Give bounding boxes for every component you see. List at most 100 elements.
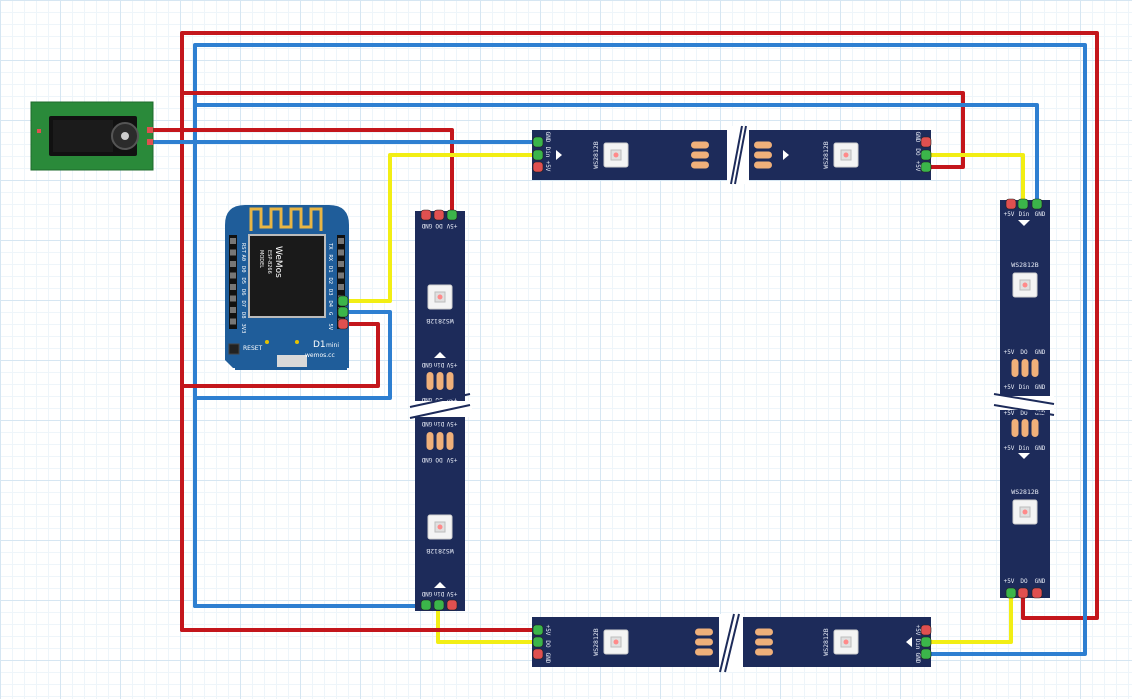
red-wire-d1-5v[interactable]: [180, 322, 380, 388]
pin-din[interactable]: [532, 149, 544, 161]
blue-wire-top-run[interactable]: [193, 103, 1039, 204]
d1-model-label: MODEL: [258, 250, 264, 268]
d1-pin-d0[interactable]: [230, 261, 236, 267]
solder-pad[interactable]: [1031, 359, 1039, 377]
red-wire-jack-to-strip[interactable]: [148, 128, 454, 216]
pin-do[interactable]: [1017, 587, 1029, 599]
solder-pad[interactable]: [755, 638, 773, 646]
solder-pad[interactable]: [754, 141, 772, 149]
blue-wire-d1-gnd[interactable]: [193, 310, 392, 400]
d1-pin-3v3[interactable]: [230, 318, 236, 325]
pin-5v[interactable]: [920, 624, 932, 636]
solder-pad[interactable]: [446, 372, 454, 390]
pin-gnd[interactable]: [532, 648, 544, 660]
pin-do[interactable]: [433, 209, 445, 221]
pin-gnd[interactable]: [920, 648, 932, 660]
strip-pin-label: +5V: [446, 222, 457, 229]
led-strip-left-lower[interactable]: WS2812B: [415, 417, 465, 611]
solder-pad[interactable]: [691, 161, 709, 169]
solder-pad[interactable]: [426, 432, 434, 450]
led-dot-icon: [437, 524, 443, 530]
led-strip-bottom-left[interactable]: WS2812B: [532, 617, 719, 667]
d1-pin-label: D1: [327, 266, 333, 273]
break-mark-bottom: [719, 613, 743, 673]
led-strip-top-right[interactable]: WS2812B: [749, 130, 931, 180]
pin-5v[interactable]: [532, 624, 544, 636]
pin-gnd[interactable]: [1031, 587, 1043, 599]
solder-pad[interactable]: [1021, 419, 1029, 437]
led-strip-left-upper[interactable]: WS2812B: [415, 211, 465, 401]
d1-pin-tx[interactable]: [338, 238, 344, 244]
solder-pad[interactable]: [695, 628, 713, 636]
blue-wire-outer-loop[interactable]: [193, 43, 1087, 656]
pin-5v[interactable]: [446, 599, 458, 611]
d1-pin-a0[interactable]: [230, 249, 236, 256]
strip-connectors: [337, 136, 1043, 660]
d1-pin-d2[interactable]: [338, 272, 344, 279]
solder-pad[interactable]: [446, 432, 454, 450]
d1-wire-end-5v[interactable]: [337, 318, 349, 330]
jack-pin-positive[interactable]: [147, 127, 153, 133]
pin-5v[interactable]: [920, 161, 932, 173]
direction-arrow-icon: [434, 352, 446, 358]
left-header: [229, 235, 237, 329]
reset-button[interactable]: [228, 343, 240, 355]
solder-pad[interactable]: [695, 648, 713, 656]
d1-pin-rx[interactable]: [338, 249, 344, 256]
d1-wire-end-g[interactable]: [337, 306, 349, 318]
solder-pad[interactable]: [755, 628, 773, 636]
led-strip-top-left[interactable]: WS2812B: [532, 130, 747, 180]
pin-din[interactable]: [1017, 198, 1029, 210]
solder-pad[interactable]: [436, 432, 444, 450]
solder-pad[interactable]: [426, 372, 434, 390]
yellow-wire-d4-data[interactable]: [341, 153, 540, 303]
led-strip-right-upper[interactable]: WS2812B: [1000, 200, 1050, 396]
pin-gnd[interactable]: [1031, 198, 1043, 210]
yellow-wire-bottom-to-left[interactable]: [436, 604, 540, 644]
d1-pin-d7[interactable]: [230, 295, 236, 302]
solder-pad[interactable]: [695, 638, 713, 646]
pin-do[interactable]: [920, 149, 932, 161]
pin-do[interactable]: [532, 636, 544, 648]
d1-pin-rst[interactable]: [230, 238, 236, 244]
solder-pad[interactable]: [691, 141, 709, 149]
yellow-wire-right-to-bottom[interactable]: [926, 594, 1013, 644]
pin-din[interactable]: [920, 636, 932, 648]
d1-pin-d6[interactable]: [230, 284, 236, 290]
pin-gnd[interactable]: [920, 136, 932, 148]
power-jack[interactable]: [30, 101, 154, 171]
solder-pad[interactable]: [1031, 419, 1039, 437]
pin-gnd[interactable]: [420, 599, 432, 611]
d1-pin-d1[interactable]: [338, 261, 344, 267]
solder-pad[interactable]: [1011, 419, 1019, 437]
pin-5v[interactable]: [1005, 198, 1017, 210]
pin-gnd[interactable]: [420, 209, 432, 221]
pin-gnd[interactable]: [532, 136, 544, 148]
d1-pin-d8[interactable]: [230, 307, 236, 313]
pin-5v[interactable]: [1005, 587, 1017, 599]
led-strip-bottom-right[interactable]: WS2812B: [743, 617, 931, 667]
led-strip-right-lower[interactable]: WS2812B: [1000, 410, 1050, 598]
strip-pin-label: +5V: [1004, 445, 1015, 452]
jack-pin-negative[interactable]: [147, 139, 153, 145]
red-wire-outer-loop[interactable]: [180, 31, 1099, 632]
red-wire-top-run[interactable]: [180, 91, 965, 169]
direction-arrow-icon: [906, 637, 912, 647]
strip-pin-label: Din: [433, 590, 444, 597]
pin-5v[interactable]: [532, 161, 544, 173]
strip-pin-label: DO: [1020, 349, 1028, 356]
solder-pad[interactable]: [1011, 359, 1019, 377]
d1-pin-d5[interactable]: [230, 272, 236, 279]
pin-din[interactable]: [433, 599, 445, 611]
d1-wire-end-d4[interactable]: [337, 295, 349, 307]
solder-pad[interactable]: [754, 151, 772, 159]
solder-pad[interactable]: [691, 151, 709, 159]
d1-pin-d3[interactable]: [338, 284, 344, 290]
solder-pad[interactable]: [754, 161, 772, 169]
solder-pad[interactable]: [436, 372, 444, 390]
solder-pad[interactable]: [755, 648, 773, 656]
pin-5v[interactable]: [446, 209, 458, 221]
solder-pad[interactable]: [1021, 359, 1029, 377]
yellow-wire-top-to-right[interactable]: [926, 153, 1025, 204]
